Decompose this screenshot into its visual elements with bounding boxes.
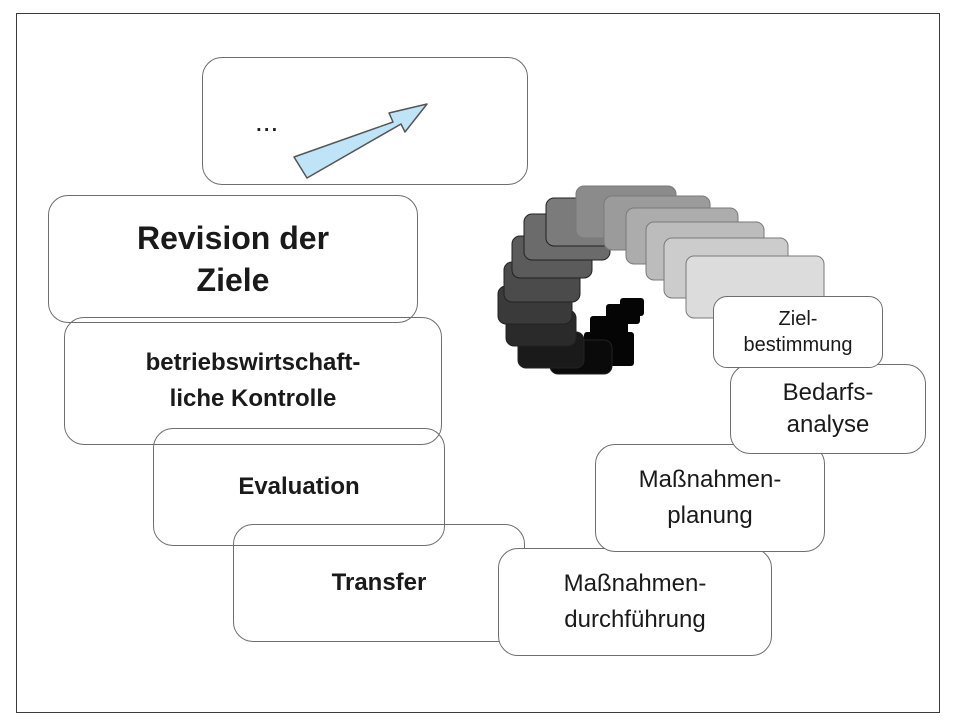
- step-massnahmen-durchfuehrung: Maßnahmen- durchführung: [498, 548, 772, 656]
- step-zielbestimmung: Ziel- bestimmung: [713, 296, 883, 368]
- step-bedarf-label: Bedarfs- analyse: [782, 379, 874, 438]
- step-evaluation: Evaluation: [153, 428, 445, 546]
- step-bedarfsanalyse: Bedarfs- analyse: [730, 364, 926, 454]
- step-massnahmen-planung: Maßnahmen- planung: [595, 444, 825, 552]
- step-planung-label: Maßnahmen- planung: [638, 466, 782, 529]
- continuation-box: ...: [202, 57, 528, 185]
- step-transfer-label: Transfer: [331, 569, 427, 596]
- step-kontrolle-label: betriebswirtschaft- liche Kontrolle: [145, 349, 361, 412]
- step-betriebswirtschaftliche-kontrolle: betriebswirtschaft- liche Kontrolle: [64, 317, 442, 445]
- step-transfer: Transfer: [233, 524, 525, 642]
- ellipsis-text: ...: [255, 106, 279, 137]
- step-evaluation-label: Evaluation: [238, 473, 360, 500]
- step-revision-der-ziele: Revision der Ziele: [48, 195, 418, 323]
- step-revision-label: Revision der Ziele: [136, 220, 330, 298]
- step-ziel-label: Ziel- bestimmung: [743, 308, 853, 356]
- step-durchfuehrung-label: Maßnahmen- durchführung: [563, 570, 707, 633]
